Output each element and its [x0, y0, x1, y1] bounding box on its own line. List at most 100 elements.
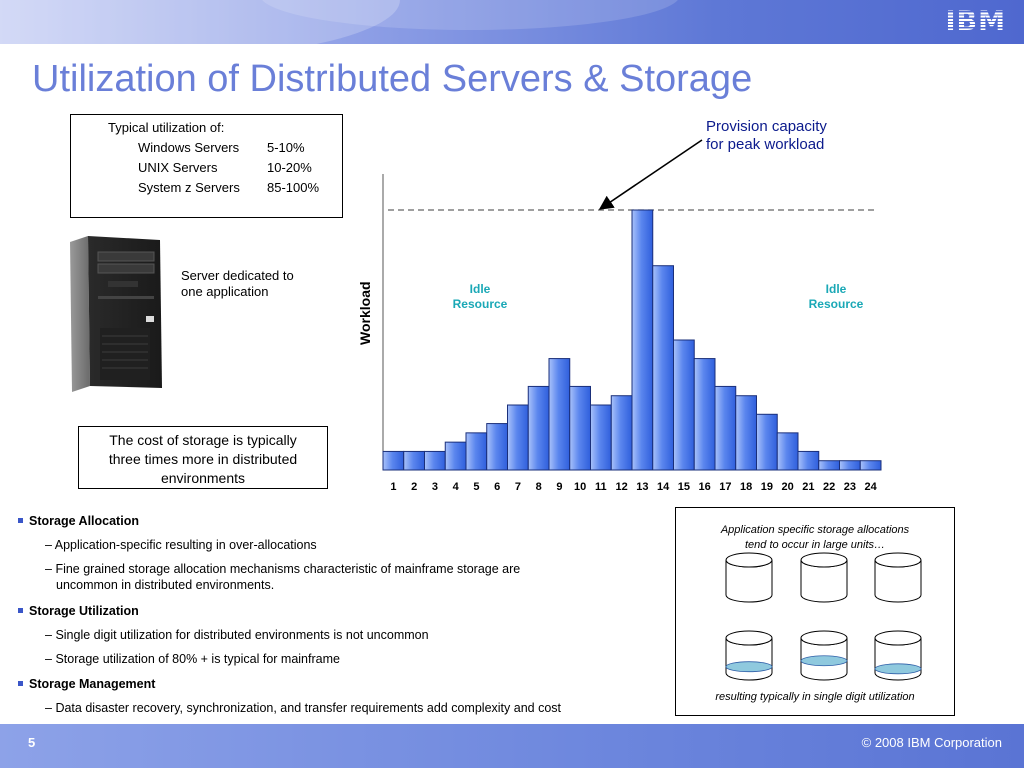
utilization-value: 5-10% — [267, 140, 305, 155]
chart-bar — [859, 460, 882, 471]
idle-label-line: Idle — [469, 282, 491, 296]
chart-bar — [797, 450, 820, 471]
chart-bar — [424, 450, 446, 471]
footer-band: 5 © 2008 IBM Corporation — [0, 724, 1024, 768]
cost-note-box: The cost of storage is typically three t… — [78, 426, 328, 489]
x-tick-label: 8 — [536, 481, 542, 493]
x-tick-label: 9 — [556, 481, 562, 493]
x-tick-label: 19 — [761, 481, 773, 493]
cost-note-line: three times more in distributed — [108, 451, 298, 467]
server-caption-line: Server dedicated to — [181, 268, 294, 283]
chart-bar — [735, 395, 757, 471]
chart-callout: Provision capacity for peak workload — [706, 118, 827, 154]
page-number: 5 — [28, 735, 36, 750]
bullet-square-icon — [18, 681, 23, 687]
x-tick-label: 2 — [411, 481, 417, 493]
x-tick-label: 17 — [719, 481, 731, 493]
cost-note-line: environments — [160, 470, 246, 486]
x-tick-label: 22 — [823, 481, 835, 493]
storage-cylinder-icon — [725, 552, 773, 603]
bullet-sub-text: Storage utilization of 80% + is typical … — [55, 652, 340, 666]
bullet-sub-text: Application-specific resulting in over-a… — [54, 538, 317, 552]
storage-cylinder-icon — [874, 552, 922, 603]
y-axis-label: Workload — [357, 281, 373, 345]
x-tick-label: 23 — [844, 481, 856, 493]
x-tick-label: 13 — [636, 481, 648, 493]
x-tick-label: 15 — [678, 481, 690, 493]
bullet-sub-text: Fine grained storage allocation mechanis… — [55, 562, 521, 576]
utilization-label: System z Servers — [138, 180, 240, 195]
utilization-value: 10-20% — [267, 160, 312, 175]
chart-bar — [818, 460, 840, 471]
x-tick-label: 24 — [865, 481, 878, 493]
chart-bar — [714, 385, 737, 471]
x-tick-label: 14 — [657, 481, 670, 493]
server-tower-icon — [70, 236, 162, 392]
x-tick-label: 12 — [616, 481, 628, 493]
idle-resource-label-right: Idle Resource — [796, 282, 876, 312]
utilization-label: UNIX Servers — [138, 160, 218, 175]
chart-bar — [756, 413, 778, 471]
fill-level-surface — [874, 663, 922, 675]
x-tick-label: 6 — [494, 481, 500, 493]
utilization-value: 85-100% — [267, 180, 320, 195]
chart-bar — [652, 265, 674, 471]
storage-caption-line: tend to occur in large units… — [744, 539, 886, 551]
utilization-box: Typical utilization of: Windows Servers … — [70, 114, 343, 218]
bullet-heading: Storage Management — [18, 677, 155, 691]
bullet-sub: – Application-specific resulting in over… — [45, 538, 317, 552]
chart-bar — [382, 450, 405, 471]
idle-resource-label-left: Idle Resource — [440, 282, 520, 312]
chart-bar — [673, 339, 695, 471]
idle-label-line: Resource — [808, 297, 864, 311]
chart-bar — [548, 358, 571, 471]
bullet-sub: uncommon in distributed environments. — [56, 577, 274, 593]
bullet-square-icon — [18, 518, 23, 524]
callout-line: for peak workload — [706, 136, 825, 153]
bullet-heading: Storage Utilization — [18, 604, 139, 618]
server-caption: Server dedicated to one application — [181, 268, 294, 300]
chart-bar — [631, 209, 654, 471]
x-tick-label: 1 — [390, 481, 396, 493]
x-tick-label: 10 — [574, 481, 586, 493]
storage-cylinder-icon — [725, 630, 773, 681]
bullet-sub-text: uncommon in distributed environments. — [56, 578, 275, 592]
callout-line: Provision capacity — [706, 118, 827, 135]
x-tick-label: 16 — [699, 481, 711, 493]
x-tick-label: 7 — [515, 481, 521, 493]
x-tick-label: 5 — [473, 481, 479, 493]
ibm-logo: IBM — [945, 6, 1006, 37]
bullet-sub-text: Data disaster recovery, synchronization,… — [55, 701, 562, 715]
idle-label-line: Idle — [825, 282, 847, 296]
chart-bar — [444, 441, 467, 471]
storage-cylinders — [725, 552, 922, 681]
bullet-heading: Storage Allocation — [18, 514, 139, 528]
chart-bar — [507, 404, 529, 471]
bullet-square-icon — [18, 608, 23, 614]
bullet-heading-text: Storage Management — [29, 677, 156, 691]
copyright: © 2008 IBM Corporation — [861, 735, 1002, 750]
chart-bar — [403, 450, 425, 471]
x-tick-label: 21 — [802, 481, 814, 493]
bullet-heading-text: Storage Utilization — [29, 604, 139, 618]
utilization-label: Windows Servers — [138, 140, 240, 155]
chart-bar — [590, 404, 612, 471]
bullet-sub: – Storage utilization of 80% + is typica… — [45, 652, 340, 666]
bullet-heading-text: Storage Allocation — [29, 514, 139, 528]
chart-bar — [465, 432, 488, 471]
bullet-sub: – Data disaster recovery, synchronizatio… — [45, 701, 562, 715]
storage-cylinder-icon — [800, 630, 848, 681]
callout-arrow — [598, 139, 703, 210]
storage-allocation-diagram: Application specific storage allocations… — [675, 507, 955, 716]
storage-cylinder-icon — [800, 552, 848, 603]
bullet-sub: – Single digit utilization for distribut… — [45, 628, 429, 642]
x-tick-label: 4 — [453, 481, 460, 493]
chart-bar — [776, 432, 799, 471]
storage-caption-top: Application specific storage allocations… — [676, 523, 954, 553]
utilization-heading: Typical utilization of: — [108, 120, 225, 135]
fill-level-surface — [725, 661, 773, 673]
server-caption-line: one application — [181, 284, 269, 299]
storage-caption-bottom: resulting typically in single digit util… — [715, 691, 915, 703]
x-tick-label: 11 — [595, 481, 607, 493]
x-tick-label: 3 — [432, 481, 438, 493]
